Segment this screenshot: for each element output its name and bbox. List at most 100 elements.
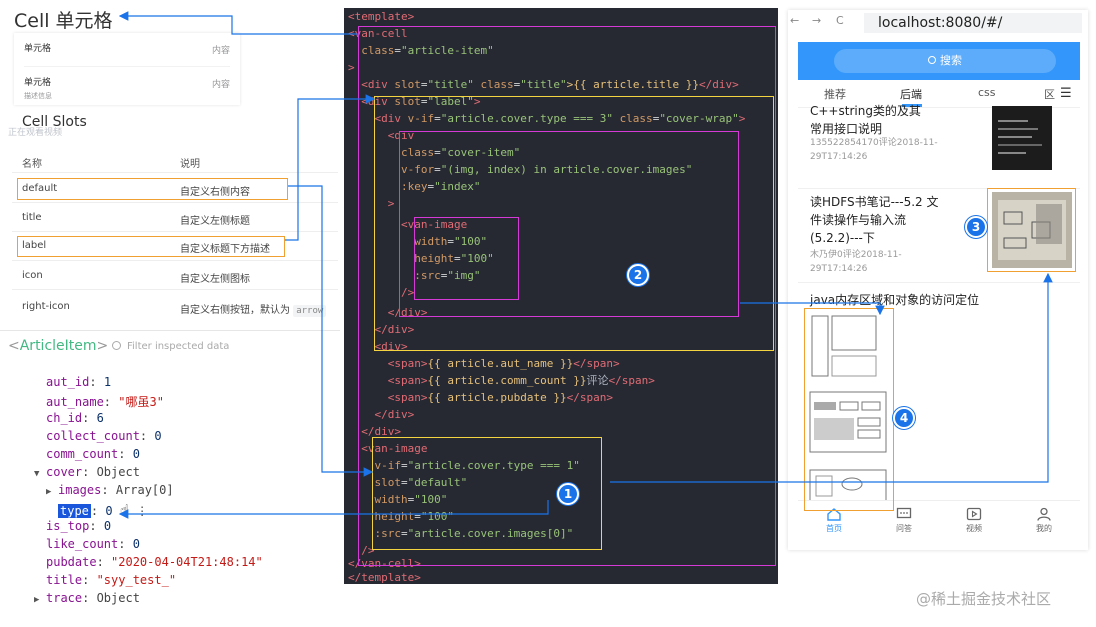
search-button[interactable]: 搜索 [834, 49, 1056, 73]
prop-value: "哪虽3" [118, 395, 164, 409]
prop-key: trace [46, 591, 83, 605]
cell-demo-row[interactable]: 单元格 内容 描述信息 [14, 67, 240, 105]
article-title[interactable]: C++string类的及其 常用接口说明 [810, 104, 921, 136]
prop-row[interactable]: comm_count: 0 [46, 447, 140, 461]
cell-demo-desc: 描述信息 [24, 92, 52, 100]
browser-toolbar: ← → C localhost:8080/#/ [788, 10, 1088, 34]
forward-icon[interactable]: → [812, 14, 822, 27]
article-meta: 木乃伊0评论2018-11- 29T17:14:26 [810, 250, 902, 274]
code-token: /> [400, 286, 415, 299]
slots-divider [12, 289, 338, 290]
prop-row[interactable]: aut_name: "哪虽3" [46, 395, 164, 409]
prop-value: Object [96, 465, 140, 479]
component-bracket-close: > [96, 338, 109, 354]
tab-backend[interactable]: 后端 [900, 88, 922, 101]
prop-row[interactable]: collect_count: 0 [46, 429, 162, 443]
prop-row[interactable]: pubdate: "2020-04-04T21:48:14" [46, 555, 263, 569]
prop-key: aut_name [46, 395, 104, 409]
menu-icon[interactable]: ☰ [1060, 86, 1072, 101]
tab-css[interactable]: css [978, 86, 996, 99]
code-line: <van-cell [348, 25, 408, 42]
code-token: {{ article.pubdate }} [427, 391, 567, 404]
tab-recommend[interactable]: 推荐 [824, 88, 846, 101]
slot-desc-right-icon: 自定义右侧按钮，默认为 arrow [180, 301, 327, 317]
code-token: class [619, 112, 653, 125]
code-token: height [414, 252, 454, 265]
address-bar[interactable]: localhost:8080/#/ [864, 13, 1082, 33]
prop-value: "2020-04-04T21:48:14" [111, 555, 263, 569]
code-token: </template> [348, 571, 421, 584]
cell-demo-value: 内容 [211, 46, 230, 56]
code-line: :key="index" [400, 180, 481, 193]
video-icon [966, 507, 982, 521]
filter-input[interactable]: Filter inspected data [112, 340, 282, 356]
prop-row-selected[interactable]: type: 0 ☝ ⋮ [58, 501, 149, 519]
prop-key: comm_count [46, 447, 119, 461]
code-line: /> [348, 284, 414, 301]
prop-row[interactable]: is_top: 0 [46, 519, 112, 533]
code-token: slot [374, 476, 402, 489]
code-token: height [374, 510, 415, 523]
back-icon[interactable]: ← [790, 14, 800, 27]
slot-desc-title: 自定义左侧标题 [180, 216, 250, 227]
code-line: <span>{{ article.pubdate }}</span> [348, 389, 613, 406]
code-token: 评论 [586, 374, 609, 387]
code-token: "100" [420, 510, 454, 523]
code-token: "index" [434, 180, 481, 193]
prop-row[interactable]: like_count: 0 [46, 537, 140, 551]
code-token: </span> [566, 391, 613, 404]
expand-triangle-icon[interactable]: ▶ [46, 487, 52, 497]
prop-key: like_count [46, 537, 119, 551]
code-token: v-if [374, 459, 402, 472]
code-token: /> [361, 544, 375, 557]
user-icon [1037, 507, 1051, 521]
prop-row-expandable[interactable]: ▼cover: Object [34, 465, 140, 479]
code-line: <van-image [348, 440, 427, 457]
code-token: <template> [348, 10, 415, 23]
prop-row-expandable[interactable]: ▶images: Array[0] [46, 483, 174, 497]
slots-divider [12, 172, 338, 173]
prop-row[interactable]: title: "syy_test_" [46, 573, 177, 587]
code-line: v-for="(img, index) in article.cover.ima… [400, 163, 693, 176]
cell-demo-title: 单元格 [24, 78, 52, 88]
code-token: :key [400, 180, 428, 193]
devtools-component-name[interactable]: <ArticleItem> [8, 338, 108, 354]
tab-more[interactable]: 区 [1044, 88, 1055, 101]
prop-key: ch_id [46, 411, 83, 425]
prop-row[interactable]: ch_id: 6 [46, 411, 104, 425]
article-thumbnail[interactable] [808, 312, 892, 508]
slot-name-label: label [22, 240, 47, 251]
code-token: <van-cell [348, 27, 408, 40]
slot-name-icon: icon [22, 270, 43, 281]
prop-key: collect_count [46, 429, 140, 443]
code-token: > [348, 61, 355, 74]
code-line: <span>{{ article.comm_count }}评论</span> [348, 372, 655, 389]
cell-demo-row[interactable]: 单元格 内容 [14, 33, 240, 66]
tabbar-home[interactable]: 首页 [814, 507, 854, 534]
code-token: class [361, 44, 395, 57]
tabbar-qa[interactable]: 问答 [884, 507, 924, 534]
reload-icon[interactable]: C [836, 14, 844, 27]
cell-slots-overlay-text: 正在观看视频 [8, 128, 63, 138]
tabbar-me[interactable]: 我的 [1024, 507, 1064, 534]
devtools-separator [0, 330, 340, 331]
code-token: "article.cover.images[0]" [407, 527, 574, 540]
prop-value: "syy_test_" [96, 573, 177, 587]
code-token: :src [374, 527, 402, 540]
expand-triangle-icon[interactable]: ▶ [34, 595, 40, 605]
prop-value[interactable]: 0 [105, 504, 113, 518]
slot-desc-code: arrow [293, 305, 327, 317]
article-thumbnail[interactable] [992, 106, 1052, 170]
code-line: <span>{{ article.aut_name }}</span> [348, 355, 620, 372]
chat-icon [896, 507, 912, 519]
collapse-triangle-icon[interactable]: ▼ [34, 469, 40, 479]
tabbar-video[interactable]: 视频 [954, 507, 994, 534]
code-line: > [348, 59, 355, 76]
slots-header-desc: 说明 [180, 159, 200, 170]
slot-desc-label: 自定义标题下方描述 [180, 244, 270, 255]
article-title[interactable]: 读HDFS书笔记---5.2 文 件读操作与输入流 (5.2.2)---下 [810, 195, 939, 245]
prop-row-expandable[interactable]: ▶trace: Object [34, 591, 140, 605]
article-thumbnail[interactable] [992, 192, 1072, 268]
code-line: height="100" [414, 252, 494, 265]
prop-row[interactable]: aut_id: 1 [46, 375, 112, 389]
